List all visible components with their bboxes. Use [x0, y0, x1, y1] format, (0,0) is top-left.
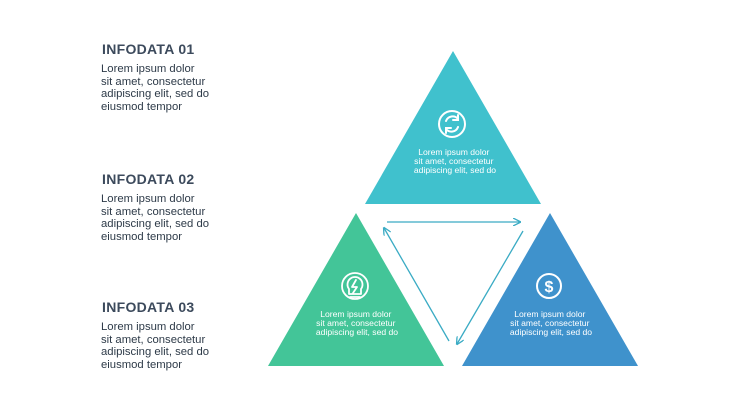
text-line: sit amet, consectetur	[101, 75, 206, 88]
text-line: eiusmod tempor	[101, 100, 182, 113]
infoblock-text: Lorem ipsum dolor sit amet, consectetur …	[101, 321, 241, 371]
triangle-bottom-left: Lorem ipsum dolor sit amet, consectetur …	[268, 213, 444, 366]
text-line: adipiscing elit, sed do	[101, 218, 210, 231]
text-line: adipiscing elit, sed do	[510, 327, 592, 337]
infoblock-1: INFODATA 01 Lorem ipsum dolor sit amet, …	[101, 41, 241, 113]
text-line: Lorem ipsum dolor	[320, 309, 391, 319]
infoblock-title: INFODATA 01	[102, 41, 195, 57]
infoblock-3: INFODATA 03 Lorem ipsum dolor sit amet, …	[101, 299, 241, 371]
svg-text:$: $	[545, 279, 554, 296]
text-line: adipiscing elit, sed do	[101, 346, 210, 359]
text-line: Lorem ipsum dolor	[514, 309, 585, 319]
text-line: sit amet, consectetur	[101, 205, 206, 218]
triangle-bottom-left-text: Lorem ipsum dolor sit amet, consectetur …	[316, 309, 398, 337]
triangle-top-shape	[365, 51, 541, 204]
infoblock-title: INFODATA 03	[102, 299, 195, 315]
text-line: sit amet, consectetur	[510, 318, 589, 328]
text-line: eiusmod tempor	[101, 358, 182, 371]
text-line: adipiscing elit, sed do	[101, 88, 210, 101]
text-line: Lorem ipsum dolor	[101, 193, 195, 205]
infoblock-text: Lorem ipsum dolor sit amet, consectetur …	[101, 63, 241, 113]
text-line: Lorem ipsum dolor	[418, 147, 489, 157]
dollar-icon: $	[536, 273, 562, 299]
triangle-top-text: Lorem ipsum dolor sit amet, consectetur …	[414, 147, 496, 175]
text-line: sit amet, consectetur	[316, 318, 395, 328]
triangle-top: Lorem ipsum dolor sit amet, consectetur …	[365, 51, 541, 204]
infoblock-text: Lorem ipsum dolor sit amet, consectetur …	[101, 193, 241, 243]
text-line: adipiscing elit, sed do	[414, 165, 496, 175]
text-line: sit amet, consectetur	[414, 156, 493, 166]
infoblock-2: INFODATA 02 Lorem ipsum dolor sit amet, …	[101, 171, 241, 243]
infoblock-title: INFODATA 02	[102, 171, 195, 187]
text-line: Lorem ipsum dolor	[101, 63, 195, 75]
triangle-bottom-right: $ Lorem ipsum dolor sit amet, consectetu…	[462, 213, 638, 366]
cycle-arrows	[384, 222, 524, 344]
lightbulb-icon	[341, 272, 369, 300]
triangle-bottom-right-shape	[462, 213, 638, 366]
arrow-down-left	[457, 230, 524, 344]
text-line: eiusmod tempor	[101, 230, 182, 243]
refresh-icon	[438, 110, 466, 138]
arrow-up-left	[384, 228, 450, 342]
triangle-bottom-right-text: Lorem ipsum dolor sit amet, consectetur …	[510, 309, 592, 337]
text-line: Lorem ipsum dolor	[101, 321, 195, 333]
text-line: adipiscing elit, sed do	[316, 327, 398, 337]
text-line: sit amet, consectetur	[101, 333, 206, 346]
